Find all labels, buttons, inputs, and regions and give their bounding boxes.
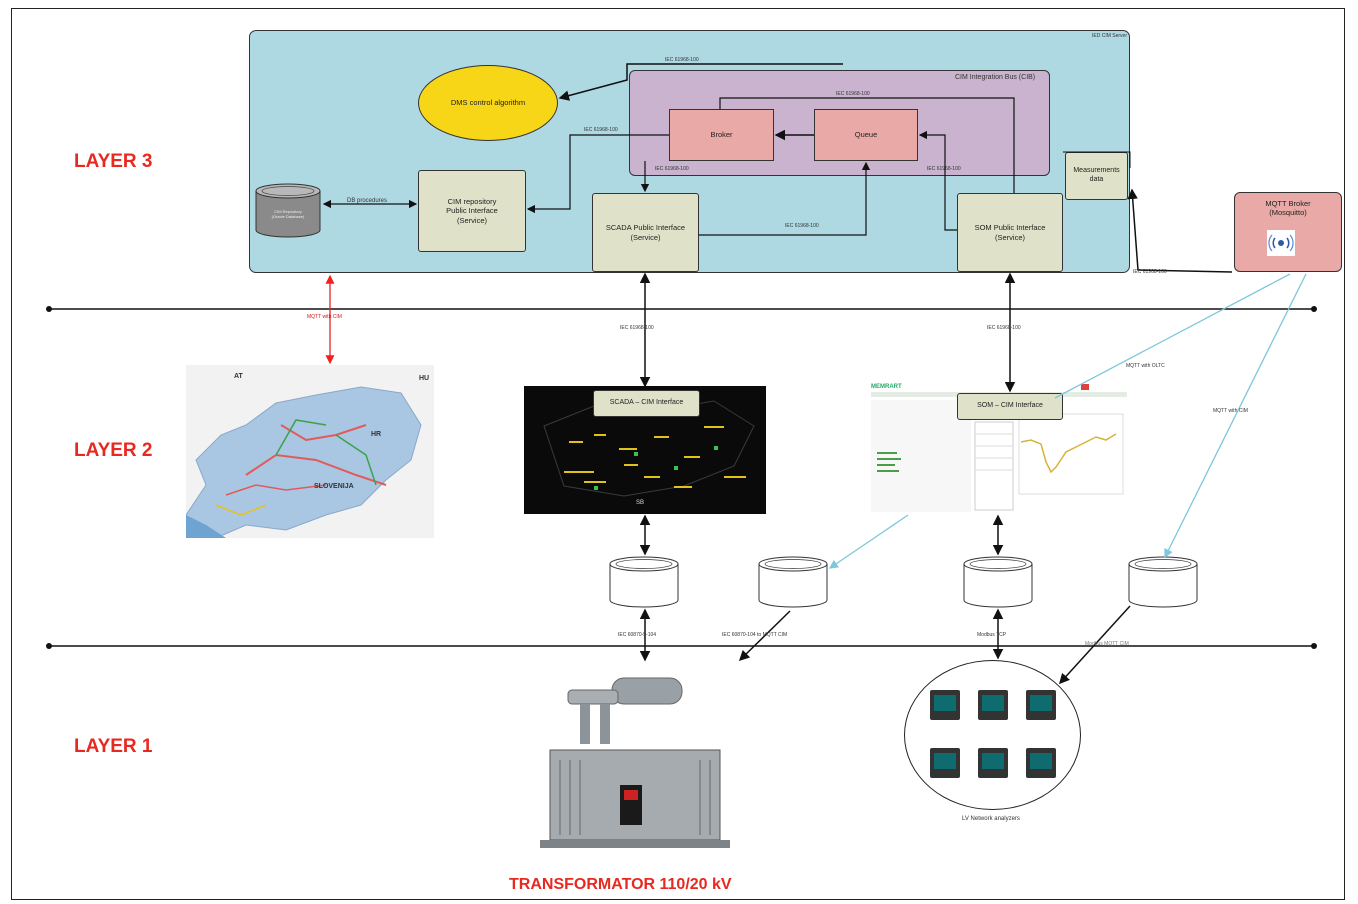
- scada-cim-interface: SCADA – CIM Interface: [593, 390, 700, 417]
- label-db-procedures: DB procedures: [347, 198, 388, 204]
- label-iec-broker-down: IEC 61968-100: [655, 166, 689, 172]
- label-iec-som-layer: IEC 61968-100: [987, 325, 1021, 331]
- label-iec-60870-5-104: IEC 60870-5-104: [618, 632, 657, 638]
- label-mqtt-with-cim-left: MQTT with CIM: [307, 314, 342, 320]
- label-modbus-mqtt: Modbus MQTT CIM: [1085, 641, 1129, 647]
- som-brand: MEMRART: [871, 384, 902, 390]
- cim-repository-interface: CIM repository Public Interface (Service…: [418, 170, 526, 252]
- scada-public-interface: SCADA Public Interface (Service): [592, 193, 699, 272]
- label-modbus-tcp: Modbus TCP: [977, 632, 1007, 638]
- iec104-database-icon: [758, 556, 828, 608]
- label-iec-scada-som: IEC 61968-100: [785, 223, 819, 229]
- label-iec-queue-down: IEC 61968-100: [927, 166, 961, 172]
- measurements-data: Measurements data: [1065, 152, 1128, 200]
- cim-repository-database-icon: [255, 183, 321, 238]
- mosquitto-icon: [1267, 230, 1295, 256]
- map-label-slovenia: SLOVENIJA: [314, 483, 354, 490]
- label-iec-mqtt-link: IEC 61968-100: [1133, 269, 1167, 275]
- scada-screen-tag: SB: [636, 500, 645, 506]
- network-analyzer-icons: [930, 690, 1056, 778]
- map-label-at: AT: [234, 373, 243, 380]
- label-iec-scada-layer: IEC 61968-100: [620, 325, 654, 331]
- map-label-hu: HU: [419, 375, 430, 382]
- transformer-icon: [540, 677, 730, 848]
- map-label-hr: HR: [371, 431, 382, 438]
- label-iec-top: IEC 61968-100: [665, 57, 699, 63]
- lv-network-analyzers-group: [904, 660, 1081, 810]
- label-mqtt-with-cim-right: MQTT with CIM: [1213, 408, 1248, 414]
- scada-database-icon: [609, 556, 679, 608]
- som-database-icon: [963, 556, 1033, 608]
- dms-control-algorithm: DMS control algorithm: [418, 65, 558, 141]
- modbus-database-icon: [1128, 556, 1198, 608]
- broker-box: Broker: [669, 109, 774, 161]
- mqtt-broker-label: MQTT Broker (Mosquitto): [1265, 198, 1311, 217]
- diagram-frame: [11, 8, 1345, 900]
- panel-corner-label: IED CIM Server: [1092, 33, 1128, 39]
- layer-3-label: LAYER 3: [74, 151, 153, 172]
- label-iec-broker-left: IEC 61968-100: [584, 127, 618, 133]
- cib-title: CIM Integration Bus (CIB): [955, 74, 1036, 81]
- queue-box: Queue: [814, 109, 918, 161]
- som-cim-interface: SOM – CIM Interface: [957, 393, 1063, 420]
- transformer-title: TRANSFORMATOR 110/20 kV: [509, 876, 732, 893]
- som-public-interface: SOM Public Interface (Service): [957, 193, 1063, 272]
- slovenia-network-map: AT HU HR SLOVENIJA: [186, 365, 434, 538]
- label-iec-cib-inner: IEC 61968-100: [836, 91, 870, 97]
- layer-2-label: LAYER 2: [74, 440, 153, 461]
- network-analyzers-label: LV Network analyzers: [962, 816, 1020, 822]
- label-mqtt-with-oltc: MQTT with OLTC: [1126, 363, 1165, 369]
- cim-repository-db-label: CIM Repository (Oracle Database): [271, 209, 305, 219]
- layer-1-label: LAYER 1: [74, 736, 153, 757]
- label-iec-60870-mqtt: IEC 60870-104 to MQTT CIM: [722, 632, 788, 638]
